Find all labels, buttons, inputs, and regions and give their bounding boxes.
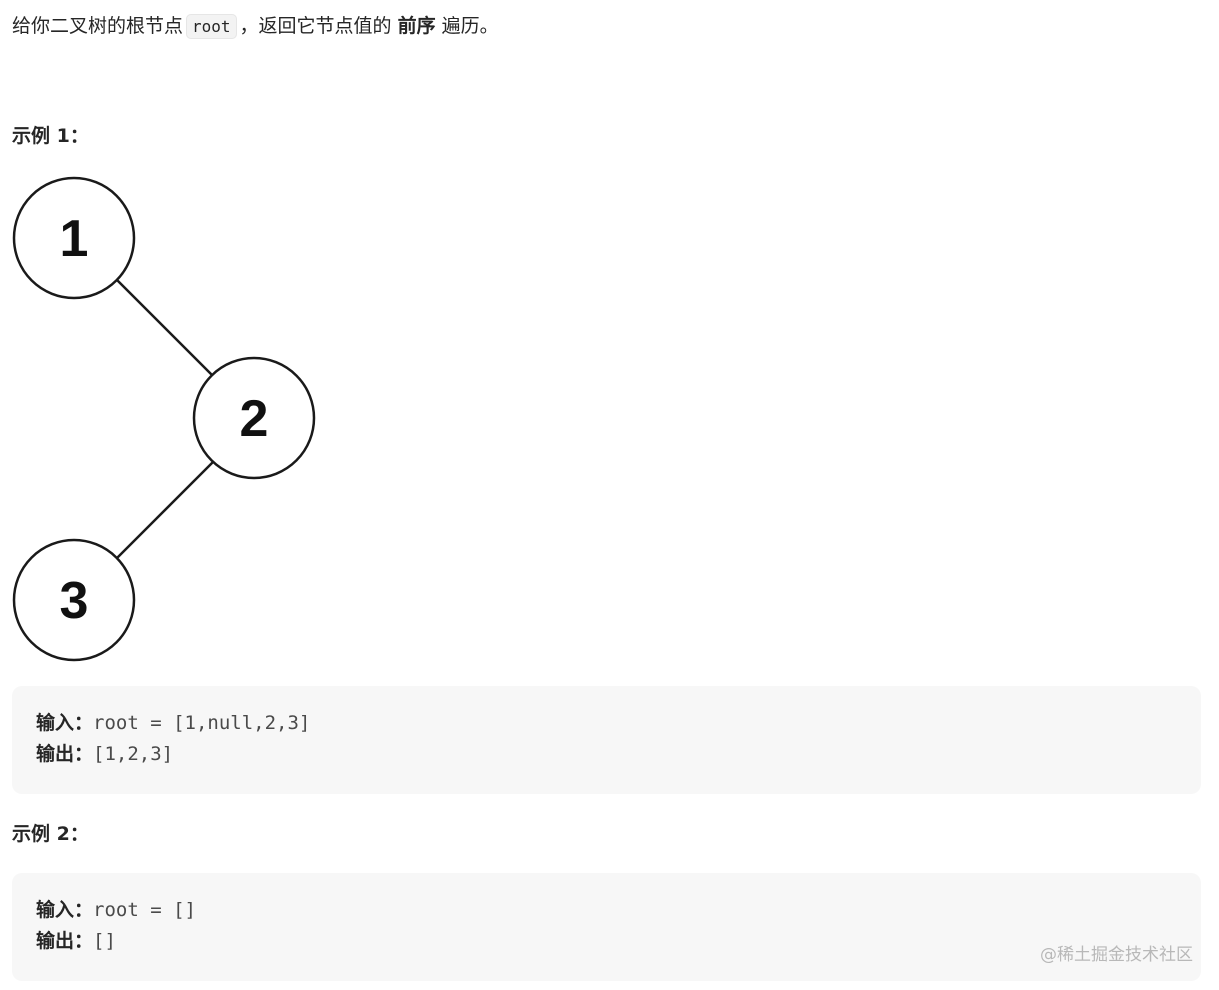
example-1-input-value: root = [1,null,2,3] xyxy=(93,712,311,734)
site-watermark: @稀土掘金技术社区 xyxy=(1040,945,1193,965)
example-2-input-line: 输入：root = [] xyxy=(36,895,1201,926)
tree-edge-2-3 xyxy=(116,461,214,559)
example-2-input-value: root = [] xyxy=(93,899,196,921)
example-1-input-label: 输入： xyxy=(36,712,94,734)
example-1-heading: 示例 1： xyxy=(12,125,89,147)
tree-node-3-label: 3 xyxy=(60,572,89,630)
example-2-output-label: 输出： xyxy=(36,930,94,952)
intro-text-after: 遍历。 xyxy=(441,15,499,37)
example-1-output-value: [1,2,3] xyxy=(93,743,174,765)
intro-emphasis: 前序 xyxy=(397,15,436,37)
tree-edge-1-2 xyxy=(116,279,214,377)
example-2-input-label: 输入： xyxy=(36,899,94,921)
example-2-heading: 示例 2： xyxy=(12,823,89,845)
root-code-snippet: root xyxy=(186,14,237,39)
example-1-output-line: 输出：[1,2,3] xyxy=(36,739,1201,770)
intro-text-middle: ，返回它节点值的 xyxy=(239,15,392,37)
tree-node-2-label: 2 xyxy=(240,390,269,448)
example-1-input-line: 输入：root = [1,null,2,3] xyxy=(36,708,1201,739)
tree-node-1-label: 1 xyxy=(60,210,89,268)
example-2-code-block: 输入：root = [] 输出：[] xyxy=(12,873,1201,981)
example-1-code-block: 输入：root = [1,null,2,3] 输出：[1,2,3] xyxy=(12,686,1201,794)
binary-tree-diagram: 1 2 3 xyxy=(12,176,316,662)
example-2-output-line: 输出：[] xyxy=(36,926,1201,957)
tree-node-1-circle xyxy=(12,176,136,300)
tree-node-2-circle xyxy=(192,356,316,480)
tree-node-3-circle xyxy=(12,538,136,662)
example-2-output-value: [] xyxy=(93,930,116,952)
example-1-output-label: 输出： xyxy=(36,743,94,765)
intro-text-before: 给你二叉树的根节点 xyxy=(12,15,184,37)
